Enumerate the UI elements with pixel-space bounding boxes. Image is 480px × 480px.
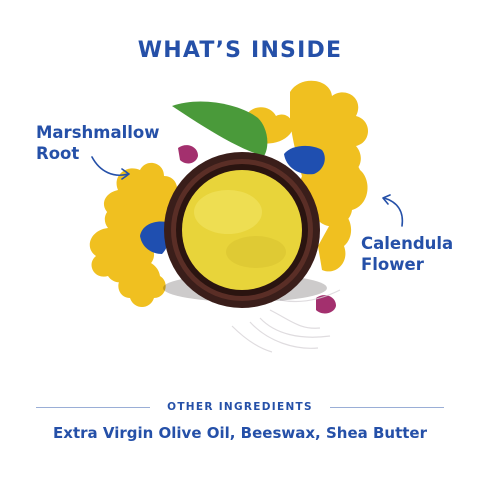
ingredient-label-line: Flower [361, 255, 424, 274]
curved-arrow-icon [91, 156, 130, 180]
ingredient-label-calendula-flower: Calendula Flower [361, 233, 453, 275]
divider-line [36, 407, 150, 408]
divider-line [330, 407, 444, 408]
other-ingredients-heading: OTHER INGREDIENTS [167, 401, 313, 413]
page-title: WHAT’S INSIDE [137, 38, 343, 63]
ingredient-label-marshmallow-root: Marshmallow Root [36, 122, 159, 164]
magenta-petal-top [178, 145, 198, 164]
marshmallow-root-strands [231, 289, 341, 353]
blue-petal-right [284, 145, 325, 175]
magenta-petal-bottom [316, 295, 336, 314]
ingredient-label-line: Calendula [361, 234, 454, 253]
curved-arrow-icon [382, 194, 404, 227]
blue-petal-left [140, 221, 170, 254]
leaf [172, 101, 268, 156]
ingredient-label-line: Marshmallow [36, 123, 160, 142]
ingredient-label-line: Root [36, 144, 80, 163]
other-ingredients-list: Extra Virgin Olive Oil, Beeswax, Shea Bu… [53, 424, 427, 442]
